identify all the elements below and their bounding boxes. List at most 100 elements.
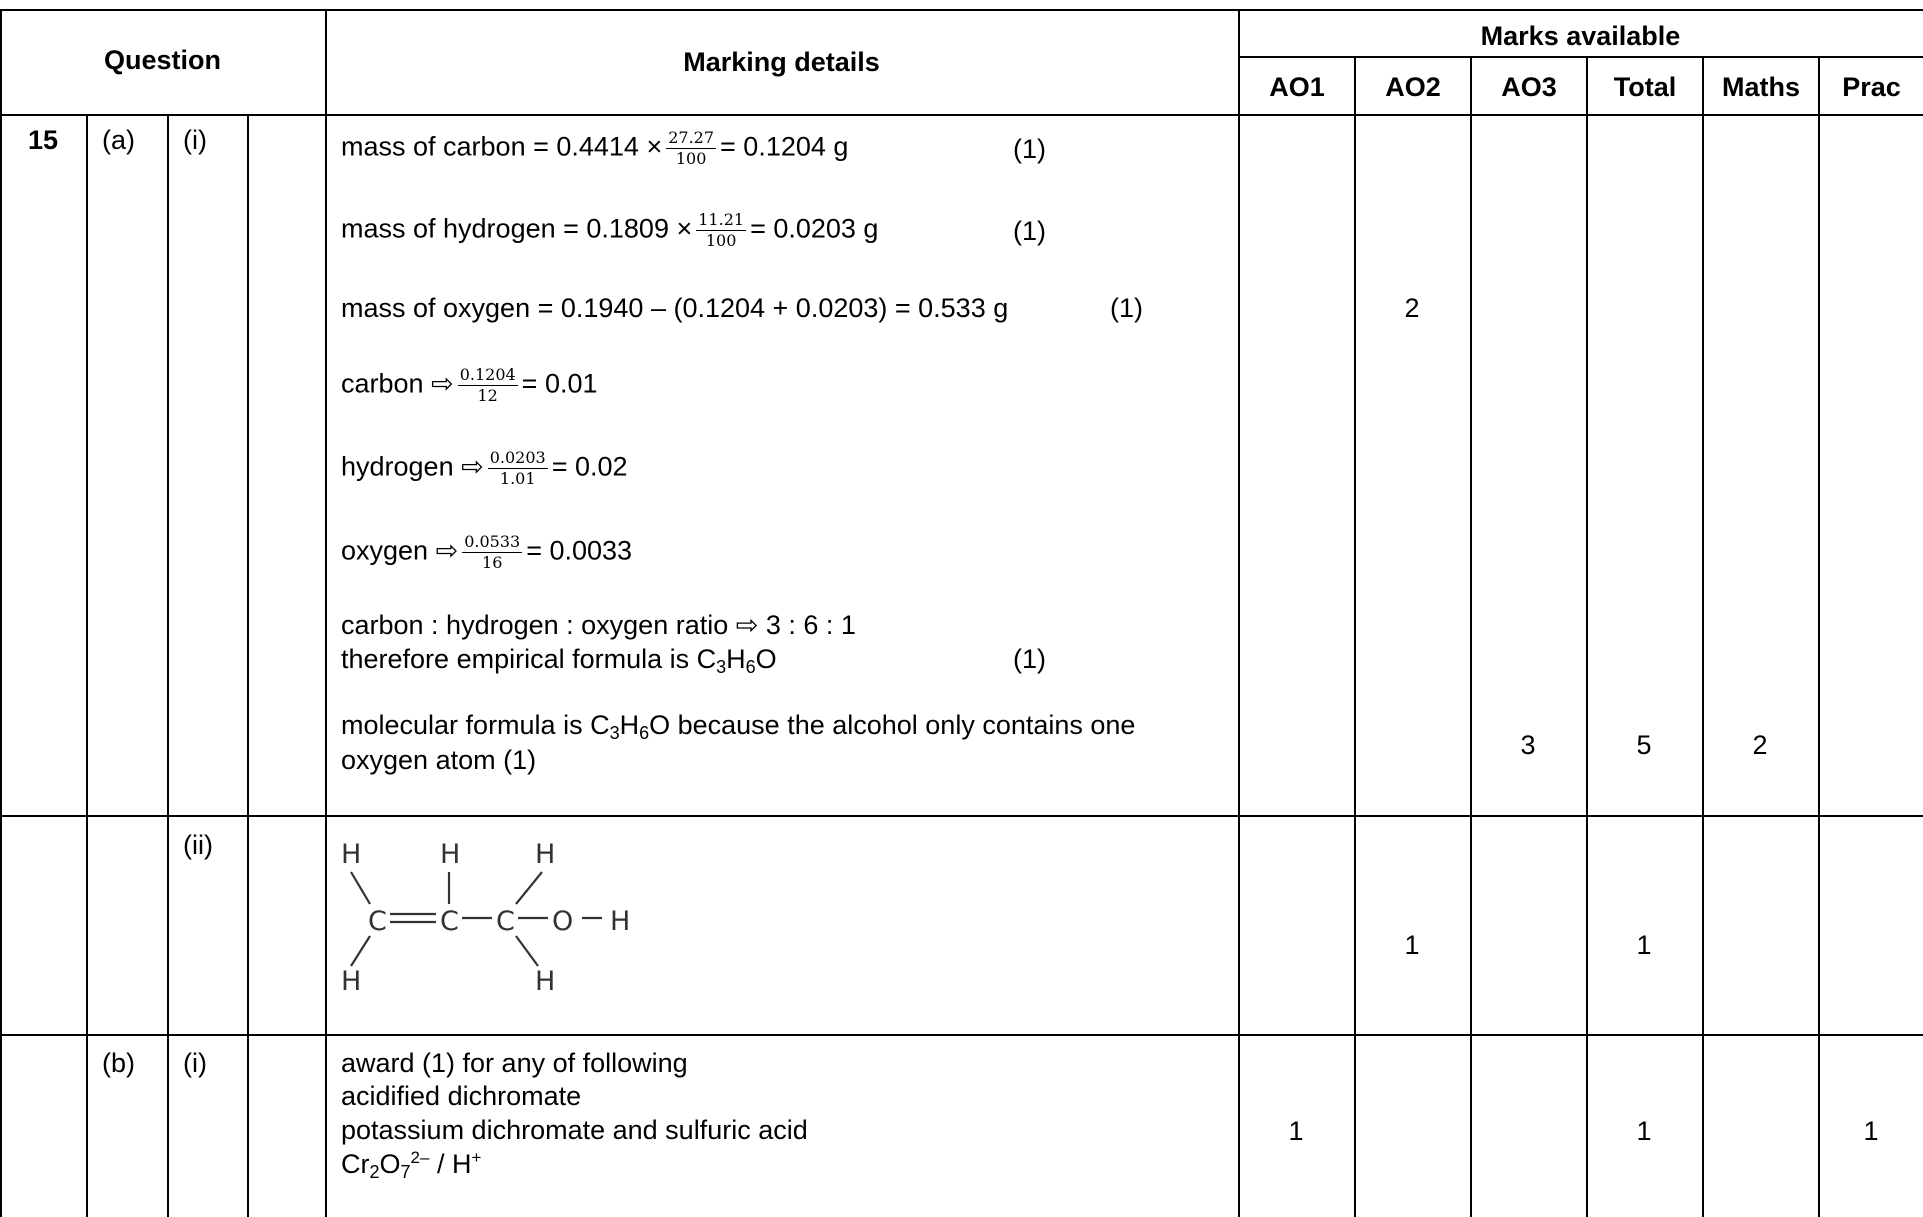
question-sub-ii: (ii)	[183, 830, 213, 860]
header-marks-available: Marks available	[1480, 21, 1681, 51]
charge: +	[471, 1148, 482, 1167]
empirical-formula-line: therefore empirical formula is C3H6O	[341, 644, 777, 678]
formula-rest: / H	[429, 1149, 472, 1179]
header-ao3: AO3	[1501, 72, 1557, 102]
rule-row1-bottom	[0, 815, 1923, 817]
bond	[350, 871, 371, 905]
mass-hydrogen-result: = 0.0203 g	[750, 213, 879, 244]
rule-maths-prac	[1818, 56, 1820, 1217]
dichromate-formula: Cr2O72– / H+	[341, 1148, 481, 1183]
row2-ao2-mark: 1	[1404, 930, 1420, 960]
header-marking-details: Marking details	[683, 47, 880, 77]
atom-h-oh: H	[610, 906, 630, 937]
atom-c2: C	[440, 906, 459, 937]
row3-ao1-mark: 1	[1288, 1116, 1304, 1146]
subscript: 3	[716, 657, 727, 677]
mass-hydrogen-mark: (1)	[1013, 216, 1046, 246]
oxygen-moles-result: = 0.0033	[526, 535, 633, 566]
fraction-denominator: 100	[705, 231, 737, 250]
molecular-text-end: O because the alcohol only contains one	[649, 710, 1136, 740]
atom-c1: C	[368, 906, 387, 937]
subscript: 6	[639, 723, 650, 743]
award-line: award (1) for any of following	[341, 1048, 688, 1078]
fraction-numerator: 27.27	[666, 128, 717, 149]
molecular-formula-line: molecular formula is C3H6O because the a…	[341, 710, 1135, 744]
row1-ao2-mark: 2	[1404, 293, 1420, 323]
oxygen-moles-text: oxygen ⇨	[341, 535, 459, 566]
header-ao2: AO2	[1385, 72, 1441, 102]
carbon-moles-text: carbon ⇨	[341, 368, 454, 399]
hydrogen-moles-result: = 0.02	[551, 451, 628, 482]
ratio-line: carbon : hydrogen : oxygen ratio ⇨ 3 : 6…	[341, 610, 856, 640]
rule-ao1-ao2	[1354, 56, 1356, 1217]
element-h: H	[726, 644, 746, 674]
question-sub-b-i: (i)	[183, 1048, 207, 1078]
atom-h-top-left: H	[341, 839, 361, 870]
header-question: Question	[103, 45, 221, 75]
molecular-formula-line-2: oxygen atom (1)	[341, 745, 537, 775]
fraction-denominator: 12	[477, 386, 498, 405]
rule-ao2-ao3	[1470, 56, 1472, 1217]
rule-ao3-total	[1586, 56, 1588, 1217]
element-cr: Cr	[341, 1149, 370, 1179]
rule-marks-sub	[1238, 56, 1923, 58]
fraction-numerator: 0.0203	[487, 448, 548, 469]
empirical-text: therefore empirical formula is C	[341, 644, 717, 674]
atom-o: O	[552, 906, 573, 937]
row1-ao3-mark: 3	[1520, 730, 1536, 760]
charge: 2–	[410, 1148, 430, 1167]
atom-c3: C	[496, 906, 515, 937]
rule-q2	[167, 114, 169, 1217]
bond	[350, 935, 371, 967]
row1-maths-mark: 2	[1752, 730, 1768, 760]
fraction-numerator: 0.1204	[457, 365, 518, 386]
potassium-dichromate: potassium dichromate and sulfuric acid	[341, 1115, 808, 1145]
element-o: O	[755, 644, 777, 674]
subscript: 7	[400, 1162, 411, 1182]
rule-marks-left	[1238, 9, 1240, 1217]
molecular-text: molecular formula is C	[341, 710, 610, 740]
mass-carbon-mark: (1)	[1013, 134, 1046, 164]
row3-total-mark: 1	[1636, 1116, 1652, 1146]
rule-details-left	[325, 9, 327, 1217]
element-o: O	[379, 1149, 401, 1179]
hydrogen-moles-text: hydrogen ⇨	[341, 451, 484, 482]
atom-h-top-right: H	[535, 839, 555, 870]
mass-oxygen-mark: (1)	[1110, 293, 1143, 323]
fraction-denominator: 1.01	[499, 469, 536, 488]
row1-total-mark: 5	[1636, 730, 1652, 760]
carbon-moles-result: = 0.01	[521, 368, 598, 399]
atom-h-bottom-right: H	[535, 966, 555, 997]
row3-prac-mark: 1	[1863, 1116, 1879, 1146]
header-prac: Prac	[1842, 72, 1901, 102]
question-number: 15	[28, 125, 59, 155]
structural-formula: H H H C C C O H H H	[341, 839, 630, 997]
acidified-dichromate: acidified dichromate	[341, 1081, 582, 1111]
mass-hydrogen-text: mass of hydrogen = 0.1809 ×	[341, 213, 693, 244]
bond	[515, 871, 543, 905]
rule-left	[0, 9, 2, 1217]
rule-header-bottom	[0, 114, 1923, 116]
fraction-denominator: 100	[675, 149, 707, 168]
atom-h-top-mid: H	[440, 839, 460, 870]
row2-total-mark: 1	[1636, 930, 1652, 960]
subscript: 3	[609, 723, 620, 743]
subscript: 6	[745, 657, 756, 677]
rule-q1	[86, 114, 88, 1217]
header-ao1: AO1	[1269, 72, 1325, 102]
fraction-denominator: 16	[482, 553, 503, 572]
header-total: Total	[1613, 72, 1677, 102]
header-maths: Maths	[1721, 72, 1800, 102]
rule-top	[0, 9, 1923, 11]
element-h: H	[619, 710, 640, 740]
mass-carbon-result: = 0.1204 g	[720, 131, 849, 162]
